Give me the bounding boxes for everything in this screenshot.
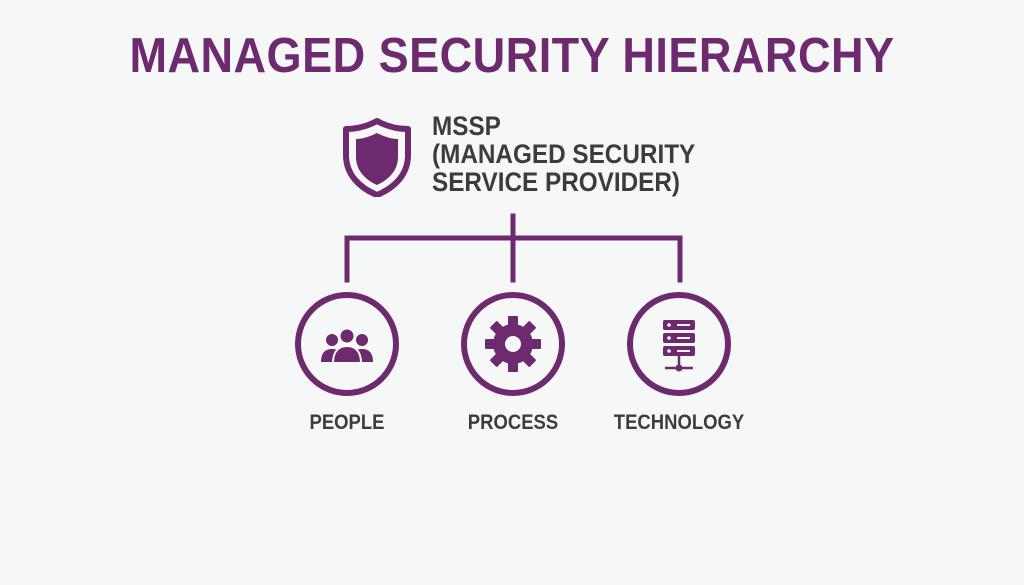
page-title: MANAGED SECURITY HIERARCHY [129,29,895,83]
people-node [295,292,399,396]
people-group-icon [321,327,373,364]
shield-icon [342,117,412,198]
root-label-line-1: MSSP [432,111,501,141]
technology-node [627,292,731,396]
technology-label: TECHNOLOGY [613,411,745,434]
root-label-line-2: (MANAGED SECURITY [432,139,696,169]
server-network-icon [663,320,695,372]
people-label: PEOPLE [309,411,385,434]
root-node-label: MSSP (MANAGED SECURITY SERVICE PROVIDER) [432,112,702,196]
root-label-line-3: SERVICE PROVIDER) [432,167,681,197]
gear-icon [485,316,541,372]
process-label: PROCESS [467,411,559,434]
process-node [461,292,565,396]
